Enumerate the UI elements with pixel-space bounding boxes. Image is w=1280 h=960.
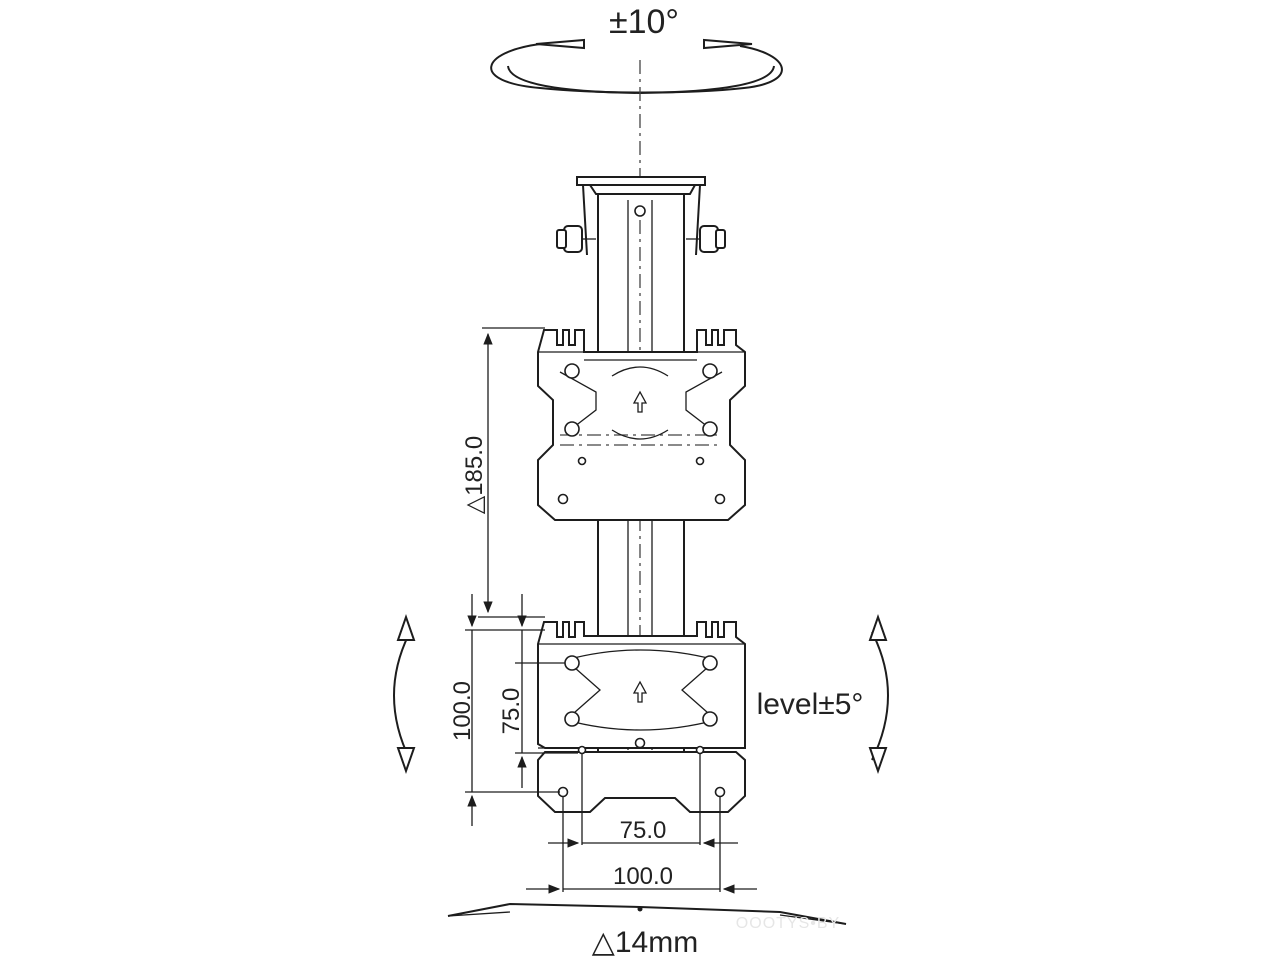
dimension-75-vertical: 75.0: [498, 594, 578, 788]
dimension-75-vertical-label: 75.0: [498, 688, 525, 735]
dimension-75-horizontal-label: 75.0: [620, 817, 667, 844]
watermark: OOOTYS•BY: [736, 915, 840, 932]
tilt-arc-left: [393, 613, 416, 775]
rotation-indicator: ±10°: [490, 3, 783, 185]
tilt-arc-right: [868, 613, 889, 775]
dimension-185: △185.0: [461, 327, 545, 618]
knob-left: [556, 225, 596, 253]
lower-vesa-plate: [537, 621, 746, 749]
rotation-arrow-left: [535, 38, 585, 50]
dimension-100-vertical: 100.0: [449, 594, 560, 826]
dimension-100-horizontal: 100.0: [526, 863, 757, 894]
tilt-label: level±5°: [757, 688, 864, 721]
bottom-bracket: [537, 745, 746, 892]
upper-vesa-plate: [537, 329, 746, 521]
rotation-label: ±10°: [609, 3, 679, 41]
rotation-arrow-right: [703, 38, 753, 50]
dimension-185-label: △185.0: [461, 436, 488, 515]
dimension-100-vertical-label: 100.0: [449, 681, 476, 741]
knob-right: [686, 225, 726, 253]
dimension-100-horizontal-label: 100.0: [613, 863, 673, 890]
ceiling-plate: [576, 176, 706, 256]
base-label: △14mm: [592, 926, 698, 959]
dimension-75-horizontal: 75.0: [548, 817, 738, 848]
base-swivel-indicator: △14mm OOOTYS•BY: [447, 902, 847, 959]
